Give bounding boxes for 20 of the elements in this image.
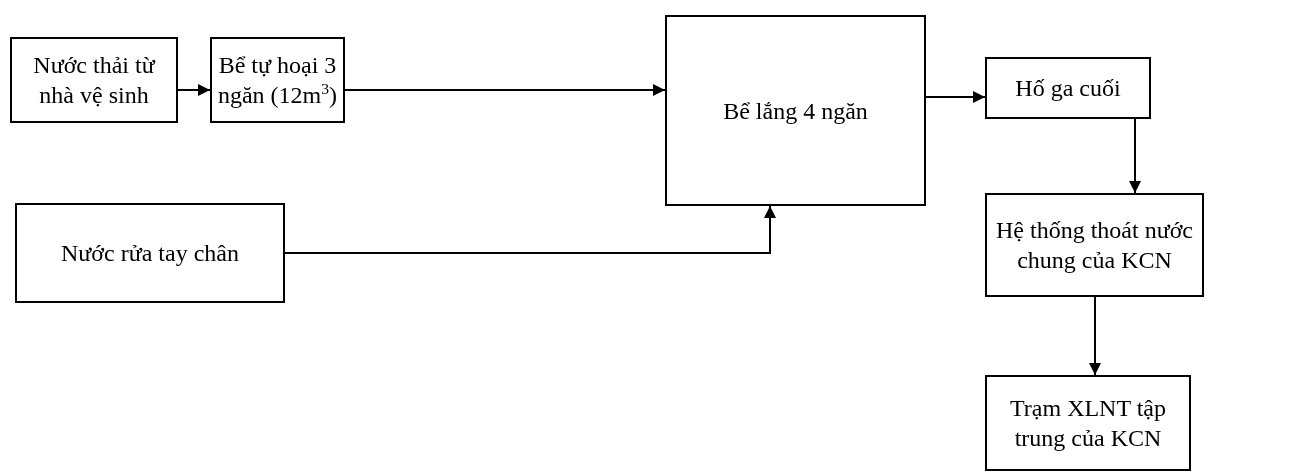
arrow	[925, 91, 986, 103]
arrow	[177, 84, 211, 96]
process-box	[985, 193, 1204, 297]
box-label: Nước rửa tay chân	[61, 239, 239, 268]
process-box	[15, 203, 285, 303]
arrow	[1089, 296, 1101, 376]
process-box	[985, 375, 1191, 471]
arrow	[344, 84, 666, 96]
box-label: Trạm XLNT tập trung của KCN	[1009, 394, 1167, 453]
arrow	[284, 205, 776, 254]
box-label: Bể tự hoại 3 ngăn (12m$^{3}$)	[216, 51, 339, 110]
box-label: Hố ga cuối	[1015, 74, 1121, 103]
process-box	[210, 37, 345, 123]
box-label: Bể lắng 4 ngăn	[723, 96, 868, 126]
box-label: Nước thải từ nhà vệ sinh	[32, 51, 157, 110]
arrow	[1129, 118, 1141, 194]
process-box	[10, 37, 178, 123]
process-box	[985, 57, 1151, 119]
process-box	[665, 15, 926, 206]
box-label: Hệ thống thoát nước chung của KCN	[995, 216, 1194, 275]
